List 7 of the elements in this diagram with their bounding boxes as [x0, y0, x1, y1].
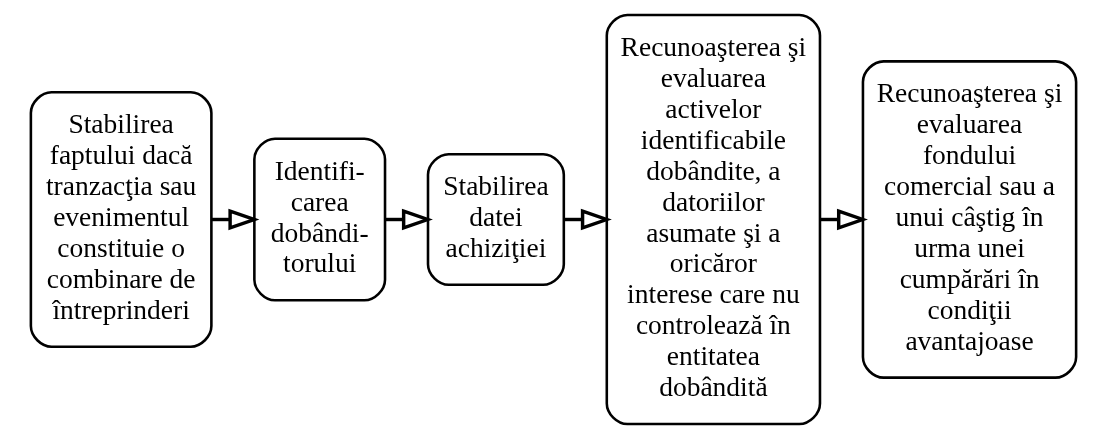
node-box: Stabilirea faptului dacă tranzacţia sau evenimentul constituie o combinare de întreprinderi: [29, 91, 213, 348]
node-box: Recunoaşterea şi evaluarea activelor identificabile dobândite, a datoriilor asumate şi a oricăror interese care nu controlează în entitatea dobândită: [605, 13, 822, 426]
node-box: Recunoaşterea şi evaluarea fondului comercial sau a unui câştig în urma unei cumpărări în condiţii avantajoase: [861, 60, 1078, 379]
arrow: [564, 208, 612, 231]
node-box: Identifi- carea dobândi- torului: [253, 137, 387, 302]
arrow: [211, 208, 260, 231]
node-box: Stabilirea datei achiziţiei: [426, 152, 566, 287]
